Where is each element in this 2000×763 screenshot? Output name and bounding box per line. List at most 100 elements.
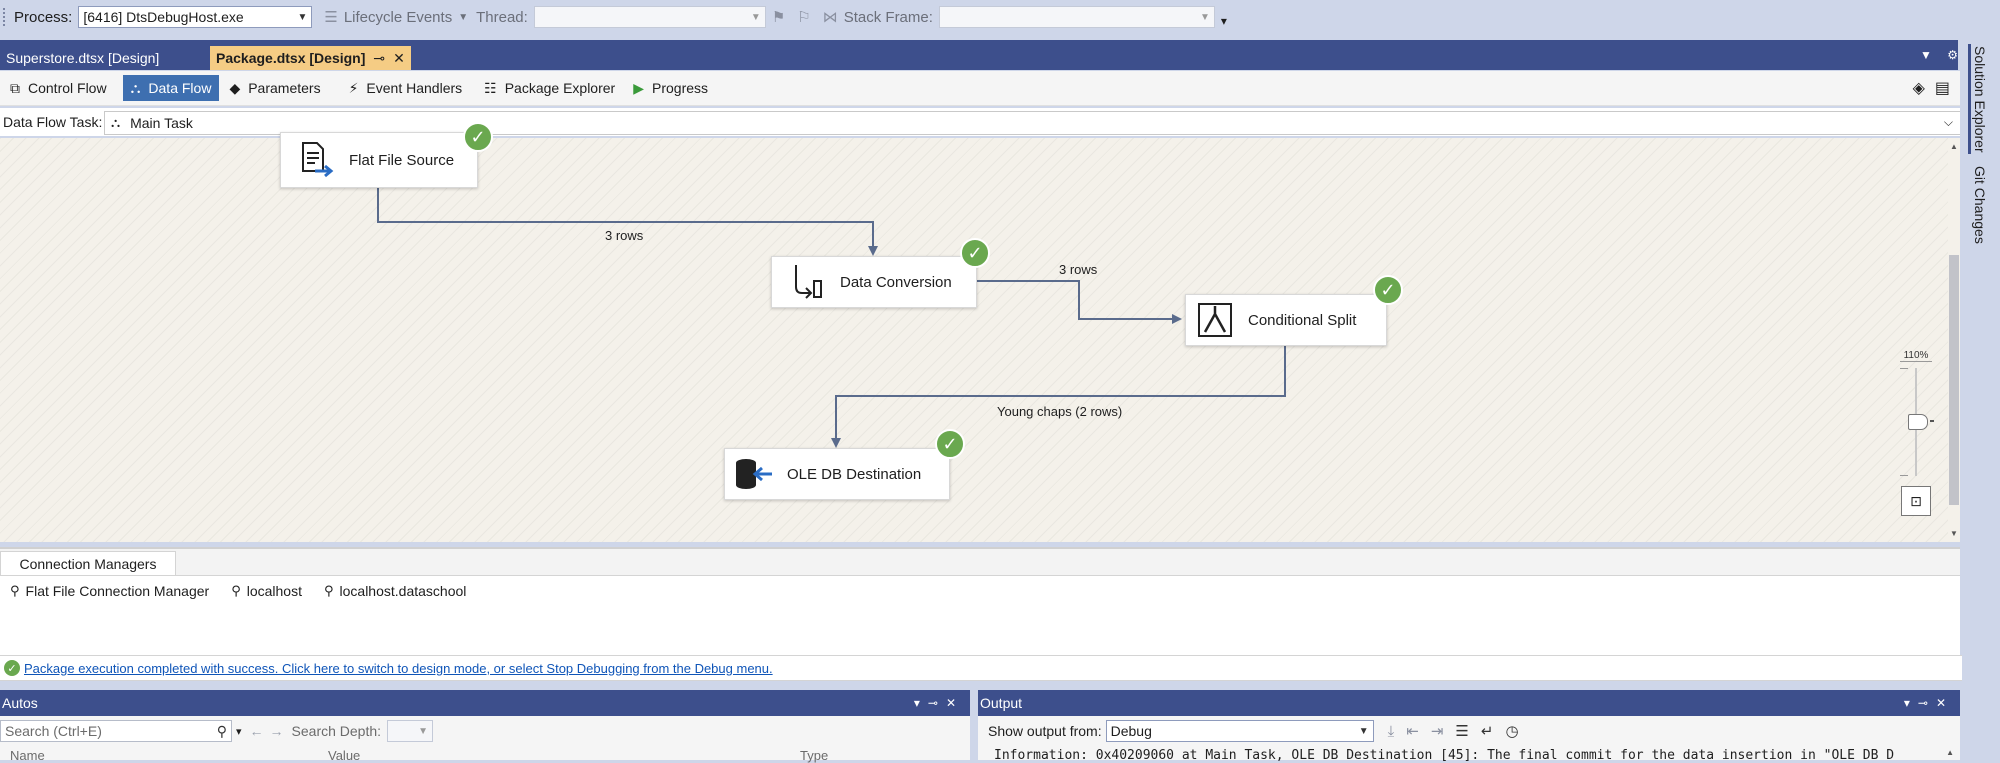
connection-localhost[interactable]: ⚲ localhost — [231, 583, 302, 599]
pin-icon[interactable]: ⊸ — [373, 49, 386, 66]
node-oledb-destination[interactable]: OLE DB Destination — [724, 448, 950, 500]
zoom-level-label: 110% — [1900, 350, 1932, 362]
tab-event-handlers[interactable]: ⚡ Event Handlers — [341, 75, 471, 101]
tab-list-dropdown-icon[interactable]: ▼ — [1920, 48, 1932, 62]
data-path-arrows — [377, 186, 1286, 448]
column-header-name[interactable]: Name — [10, 748, 45, 763]
thread-dropdown[interactable]: ▼ — [533, 6, 766, 28]
search-forward-icon[interactable]: → — [269, 723, 284, 739]
flag-all-threads-icon[interactable]: ⚐ — [797, 9, 811, 26]
word-wrap-icon[interactable]: ↵ — [1480, 723, 1494, 740]
flag-icon[interactable]: ⚑ — [771, 9, 786, 26]
debug-status-bar: ✓ Package execution completed with succe… — [0, 655, 1962, 681]
connection-managers-area[interactable]: ⚲ Flat File Connection Manager ⚲ localho… — [0, 575, 1960, 656]
event-handlers-icon: ⚡ — [348, 79, 359, 96]
node-data-conversion[interactable]: Data Conversion — [771, 256, 977, 308]
solution-explorer-tab[interactable]: Solution Explorer — [1972, 46, 1988, 153]
document-tab-strip: Superstore.dtsx [Design] Package.dtsx [D… — [0, 40, 1958, 70]
autos-search-input[interactable]: Search (Ctrl+E) ⚲ — [0, 720, 232, 742]
output-text[interactable]: Information: 0x40209060 at Main Task, OL… — [994, 748, 1895, 762]
stop-debugging-link[interactable]: Package execution completed with success… — [24, 660, 773, 676]
zoom-slider[interactable] — [1896, 368, 1936, 480]
search-placeholder: Search (Ctrl+E) — [5, 723, 102, 739]
zoom-control: 110% ⊡ — [1896, 350, 1936, 520]
canvas-scroll-thumb[interactable] — [1949, 255, 1959, 505]
tab-label: Parameters — [248, 80, 321, 96]
show-threads-icon[interactable]: ⋈ — [822, 9, 838, 26]
output-title: Output — [980, 695, 1023, 711]
tab-package-design[interactable]: Package.dtsx [Design] ⊸ ✕ — [210, 46, 411, 70]
chevron-down-icon: ▼ — [750, 11, 761, 23]
tab-parameters[interactable]: ◆ Parameters — [221, 75, 328, 101]
lifecycle-events-button[interactable]: Lifecycle Events — [343, 8, 453, 26]
gear-icon[interactable]: ⚙ — [1947, 48, 1958, 62]
window-position-icon[interactable]: ▾ — [913, 696, 928, 710]
data-flow-canvas[interactable]: Flat File Source ✓ Data Conversion ✓ Con… — [0, 122, 1948, 542]
path-label-split-to-destination: Young chaps (2 rows) — [997, 404, 1123, 419]
connection-flat-file[interactable]: ⚲ Flat File Connection Manager — [10, 583, 209, 599]
success-check-icon: ✓ — [4, 660, 20, 676]
debug-location-toolbar: Process: [6416] DtsDebugHost.exe ▼ ☰ Lif… — [0, 0, 2000, 34]
tab-superstore-design[interactable]: Superstore.dtsx [Design] — [0, 46, 200, 70]
designer-tab-strip: ⧉ Control Flow ⛬ Data Flow ◆ Parameters … — [0, 71, 1960, 106]
find-message-icon[interactable]: ⤓ — [1387, 722, 1395, 740]
close-icon[interactable]: ✕ — [945, 696, 964, 710]
scroll-down-icon[interactable]: ▼ — [1950, 529, 1958, 538]
search-backward-icon[interactable]: ← — [249, 723, 264, 739]
success-check-icon: ✓ — [960, 238, 990, 268]
parameters-icon: ◆ — [229, 79, 241, 96]
close-icon[interactable]: ✕ — [393, 49, 405, 66]
toolbar-overflow-icon[interactable]: ▾ — [1220, 14, 1227, 28]
oledb-destination-icon — [733, 453, 775, 495]
connection-label: localhost — [246, 583, 302, 599]
process-dropdown[interactable]: [6416] DtsDebugHost.exe ▼ — [78, 6, 313, 28]
node-label: Data Conversion — [840, 273, 952, 291]
zoom-to-fit-icon[interactable]: ⊡ — [1901, 486, 1931, 516]
chevron-down-icon: ▼ — [458, 11, 469, 23]
tab-control-flow[interactable]: ⧉ Control Flow — [2, 75, 115, 101]
data-conversion-icon — [786, 261, 828, 303]
node-conditional-split[interactable]: Conditional Split — [1185, 294, 1387, 346]
git-changes-tab[interactable]: Git Changes — [1972, 166, 1988, 244]
timestamp-icon[interactable]: ◷ — [1505, 723, 1519, 740]
node-label: Flat File Source — [349, 151, 455, 169]
tab-package-explorer[interactable]: ☷ Package Explorer — [476, 75, 623, 101]
data-flow-task-label: Data Flow Task: — [3, 114, 103, 130]
previous-message-icon[interactable]: ⇤ — [1406, 723, 1419, 740]
oledb-connection-icon: ⚲ — [231, 583, 241, 598]
tab-progress[interactable]: ▶ Progress — [625, 75, 716, 101]
variables-icon[interactable]: ◈ — [1912, 80, 1925, 97]
tab-connection-managers[interactable]: Connection Managers — [0, 551, 176, 576]
chevron-down-icon: ⌵ — [1943, 115, 1953, 129]
toolbar-grip[interactable] — [3, 8, 8, 26]
output-header: Output ▾⊸✕ — [978, 690, 1960, 716]
data-flow-task-dropdown[interactable]: ⛬ Main Task ⌵ — [104, 111, 1962, 135]
pin-icon[interactable]: ⊸ — [927, 696, 946, 710]
output-source-dropdown[interactable]: Debug ▼ — [1105, 720, 1374, 742]
pin-icon[interactable]: ⊸ — [1917, 696, 1936, 710]
connection-localhost-dataschool[interactable]: ⚲ localhost.dataschool — [324, 583, 466, 599]
path-split-to-destination — [831, 344, 1286, 448]
toolbox-icon[interactable]: ▤ — [1934, 80, 1950, 97]
zoom-slider-thumb[interactable] — [1908, 414, 1928, 430]
clear-all-icon[interactable]: ☰ — [1455, 723, 1469, 740]
search-depth-dropdown[interactable]: ▼ — [387, 720, 434, 742]
process-value: [6416] DtsDebugHost.exe — [83, 9, 244, 25]
column-header-type[interactable]: Type — [800, 748, 829, 763]
control-flow-icon: ⧉ — [10, 79, 20, 96]
search-options-icon[interactable]: ▾ — [236, 725, 242, 738]
scroll-up-icon[interactable]: ▲ — [1946, 748, 1954, 757]
tab-data-flow[interactable]: ⛬ Data Flow — [122, 75, 220, 101]
column-header-value[interactable]: Value — [328, 748, 361, 763]
output-pane: Output ▾⊸✕ Show output from: Debug ▼ ⤓ ⇤… — [978, 690, 1960, 762]
stack-frame-dropdown[interactable]: ▼ — [938, 6, 1215, 28]
window-position-icon[interactable]: ▾ — [1903, 696, 1918, 710]
close-icon[interactable]: ✕ — [1935, 696, 1954, 710]
scroll-up-icon[interactable]: ▲ — [1950, 142, 1958, 151]
tab-label: Package.dtsx [Design] — [216, 50, 366, 66]
node-flat-file-source[interactable]: Flat File Source — [280, 132, 478, 188]
next-message-icon[interactable]: ⇥ — [1430, 723, 1444, 740]
success-check-icon: ✓ — [1373, 275, 1403, 305]
data-flow-icon: ⛬ — [130, 79, 141, 96]
stack-frame-label: Stack Frame: — [843, 8, 933, 26]
